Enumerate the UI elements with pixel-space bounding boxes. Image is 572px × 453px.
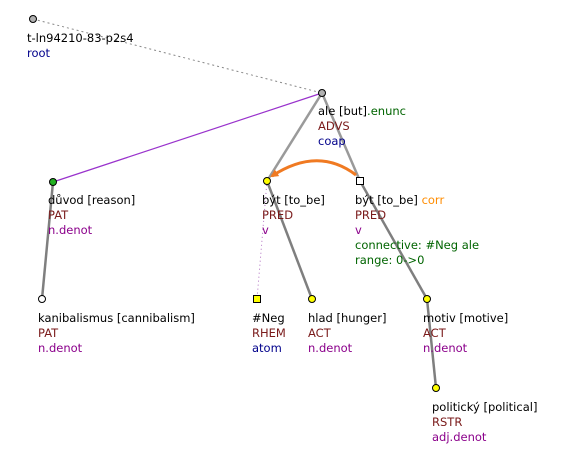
node-functor: RHEM (252, 326, 286, 340)
node-lemma: ale [but].enunc (318, 104, 406, 119)
node-type: v (355, 223, 362, 237)
lemma-text: být [to_be] (355, 193, 418, 207)
node-functor: ACT (423, 326, 446, 340)
lemma-text: hlad [hunger] (308, 311, 387, 325)
node-attribute: range: 0->0 (355, 253, 425, 267)
node-type: root (27, 46, 51, 60)
node-motiv (423, 295, 431, 303)
node-functor: ACT (308, 326, 331, 340)
node-neg (253, 295, 261, 303)
lemma-text: #Neg (252, 311, 285, 325)
node-type: n.denot (38, 341, 83, 355)
node-ale (318, 89, 326, 97)
lemma-text: kanibalismus [cannibalism] (38, 311, 195, 325)
lemma-text: důvod [reason] (48, 193, 136, 207)
node-functor: ADVS (318, 119, 350, 133)
lemma-suffix: .enunc (367, 104, 406, 118)
node-type: coap (318, 134, 346, 148)
node-lemma: politický [political] (432, 400, 537, 415)
lemma-text: t-ln94210-83-p2s4 (27, 31, 134, 45)
edge-ale-byt2 (320, 92, 362, 182)
node-functor: PRED (355, 208, 387, 222)
edge-ale-byt1 (265, 92, 324, 182)
node-functor: PRED (262, 208, 294, 222)
node-byt1 (263, 177, 271, 185)
edge-byt1-hlad (265, 180, 314, 300)
node-type: v (262, 223, 269, 237)
node-duvod (49, 178, 57, 186)
node-byt2 (356, 177, 364, 185)
edge-motiv-polit (425, 298, 438, 389)
node-lemma: hlad [hunger] (308, 311, 386, 326)
node-lemma: být [to_be] (262, 193, 325, 208)
node-polit (432, 384, 440, 392)
node-root (29, 15, 37, 23)
lemma-suffix: corr (417, 193, 445, 207)
edge-ale-duvod (52, 92, 323, 183)
edge-byt2-motiv (358, 180, 429, 300)
node-lemma: důvod [reason] (48, 193, 135, 208)
lemma-text: být [to_be] (262, 193, 325, 207)
lemma-text: ale [but] (318, 104, 368, 118)
node-hlad (308, 295, 316, 303)
node-lemma: kanibalismus [cannibalism] (38, 311, 195, 326)
node-lemma: motiv [motive] (423, 311, 508, 326)
node-attribute: connective: #Neg ale (355, 238, 480, 252)
edge-byt2-byt1 (270, 159, 357, 178)
lemma-text: politický [political] (432, 400, 538, 414)
node-type: atom (252, 341, 282, 355)
node-functor: PAT (38, 326, 59, 340)
node-lemma: být [to_be] corr (355, 193, 479, 208)
node-lemma: #Neg (252, 311, 286, 326)
node-type: n.denot (423, 341, 468, 355)
node-kanib (38, 295, 46, 303)
node-type: n.denot (48, 223, 93, 237)
lemma-text: motiv [motive] (423, 311, 509, 325)
node-type: n.denot (308, 341, 353, 355)
node-functor: PAT (48, 208, 69, 222)
node-functor: RSTR (432, 415, 463, 429)
edge-duvod-kanib (40, 181, 55, 300)
node-type: adj.denot (432, 430, 487, 444)
node-lemma: t-ln94210-83-p2s4 (27, 31, 134, 46)
